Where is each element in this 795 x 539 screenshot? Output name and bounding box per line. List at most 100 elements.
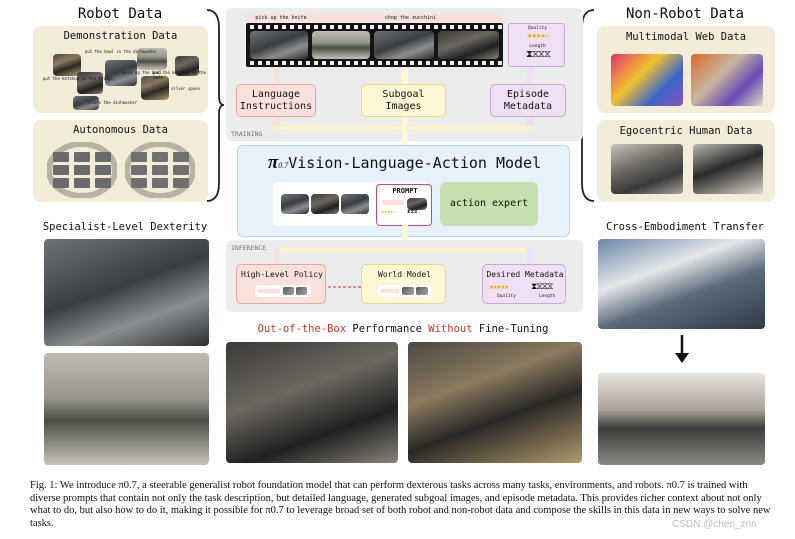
web-data-title: Multimodal Web Data <box>625 31 747 43</box>
dexterity-image-top <box>44 239 209 346</box>
demonstration-data-title: Demonstration Data <box>63 30 178 42</box>
oob-part2: Performance <box>346 323 429 335</box>
episode-metadata-box: Episode Metadata <box>490 84 566 117</box>
metadata-length-label: Length <box>529 44 546 49</box>
prompt-language-bar <box>382 200 404 205</box>
film-caption-knife: pick up the knife <box>246 14 316 22</box>
transfer-title: Cross-Embodiment Transfer <box>605 221 765 233</box>
star-rating-icon: ★★★★☆ <box>526 31 550 41</box>
web-image <box>611 54 683 106</box>
film-caption-zucchini: chop the zucchini <box>318 14 503 22</box>
high-level-policy-box: High-Level Policy <box>236 264 326 304</box>
desired-metadata-label: Desired Metadata <box>486 270 564 279</box>
world-model-box: World Model <box>361 264 446 304</box>
transfer-image-top <box>598 239 765 329</box>
policy-frame <box>283 287 294 295</box>
down-arrow-icon <box>675 335 689 363</box>
egocentric-image <box>611 144 683 194</box>
vla-model-panel: π0.7Vision-Language-Action Model PROMPT … <box>237 145 570 237</box>
oob-title: Out-of-the-Box Performance Without Fine-… <box>222 323 584 335</box>
egocentric-data-panel: Egocentric Human Data <box>597 120 775 202</box>
connector <box>527 67 533 85</box>
world-output-strip <box>378 285 432 297</box>
film-frame <box>374 31 434 59</box>
film-frame <box>312 31 370 59</box>
metadata-card: Quality ★★★★☆ Length ⧗⧖⧖⧖ <box>508 23 565 67</box>
autonomous-data-title: Autonomous Data <box>73 124 168 136</box>
demo-snippet: put the ketchup in the fridge <box>43 76 113 81</box>
connector <box>274 248 533 252</box>
demo-snippet: silver spoon <box>171 86 200 91</box>
demo-thumb <box>141 76 169 100</box>
world-frame <box>416 287 428 295</box>
policy-frame <box>296 287 307 295</box>
demo-snippet: close the dishwasher <box>89 100 138 105</box>
egocentric-image <box>693 144 763 194</box>
film-holes-top <box>246 25 503 29</box>
demo-snippet: pick up the bowl <box>123 70 162 75</box>
web-image <box>691 54 763 106</box>
watermark: CSDN @chen_znn <box>672 519 757 530</box>
language-instructions-box: Language Instructions <box>236 84 316 117</box>
demo-thumb <box>137 48 167 70</box>
caption-text: We introduce π0.7, a steerable generalis… <box>30 480 771 529</box>
film-strip <box>246 23 503 67</box>
training-label: TRAINING <box>231 130 263 138</box>
film-holes-bottom <box>246 61 503 65</box>
world-model-label: World Model <box>378 270 431 279</box>
demo-thumb <box>105 60 137 86</box>
oob-part3: Without <box>428 323 473 335</box>
demo-thumb <box>175 56 199 76</box>
connector <box>274 117 280 129</box>
egocentric-data-title: Egocentric Human Data <box>619 125 753 137</box>
connector <box>402 225 408 247</box>
connector <box>274 248 280 266</box>
connector <box>274 67 280 85</box>
hourglass-rating-icon: ⧗⧖⧖⧖ <box>525 49 551 60</box>
autonomous-cycle-right <box>125 142 195 198</box>
left-bracket <box>206 9 225 202</box>
model-input-frame <box>341 194 369 214</box>
model-name: Vision-Language-Action Model <box>288 154 542 172</box>
model-title: π0.7Vision-Language-Action Model <box>238 152 571 174</box>
autonomous-cycle-left <box>47 142 117 198</box>
prompt-card: PROMPT ★★★★☆ ⧗⧖⧖ <box>376 184 432 226</box>
connector <box>527 117 533 129</box>
desired-quality-label: Quality <box>497 294 516 299</box>
web-data-panel: Multimodal Web Data <box>597 26 775 113</box>
world-text-bar <box>381 289 399 293</box>
action-expert-box: action expert <box>440 182 538 226</box>
non-robot-data-title: Non-Robot Data <box>625 6 744 22</box>
prompt-star-icon: ★★★★☆ <box>381 209 397 215</box>
high-level-policy-label: High-Level Policy <box>241 270 323 279</box>
autonomous-data-panel: Autonomous Data <box>33 120 208 202</box>
desired-star-icon: ★★★★★ <box>489 282 509 291</box>
oob-part1: Out-of-the-Box <box>257 323 347 335</box>
prompt-label: PROMPT <box>392 187 418 195</box>
dexterity-title: Specialist-Level Dexterity <box>42 221 208 233</box>
policy-output-strip <box>255 285 311 297</box>
connector <box>527 248 533 266</box>
connector <box>402 117 408 147</box>
pi-subscript: 0.7 <box>278 161 289 170</box>
desired-length-label: Length <box>539 294 556 299</box>
demo-thumb <box>77 72 103 94</box>
policy-text-bar <box>258 289 280 293</box>
dexterity-image-bottom <box>44 353 209 465</box>
subgoal-images-box: Subgoal Images <box>361 84 446 117</box>
demo-thumb <box>53 54 81 76</box>
film-frame <box>250 31 308 59</box>
demo-snippet: put the bowl in the dishwasher <box>85 49 158 54</box>
caption-label: Fig. 1: <box>30 480 58 491</box>
pi-symbol: π <box>267 152 279 173</box>
demo-snippet: put the ketchup to the left <box>153 70 206 80</box>
inference-label: INFERENCE <box>231 244 267 252</box>
oob-image-right <box>408 342 582 463</box>
demo-thumb <box>73 96 99 110</box>
demonstration-data-panel: Demonstration Data put the bowl in the d… <box>33 26 208 113</box>
robot-data-title: Robot Data <box>77 6 163 22</box>
model-input-frame <box>311 194 339 214</box>
film-frame <box>438 31 499 59</box>
prompt-hourglass-icon: ⧗⧖⧖ <box>407 209 418 215</box>
world-frame <box>402 287 414 295</box>
